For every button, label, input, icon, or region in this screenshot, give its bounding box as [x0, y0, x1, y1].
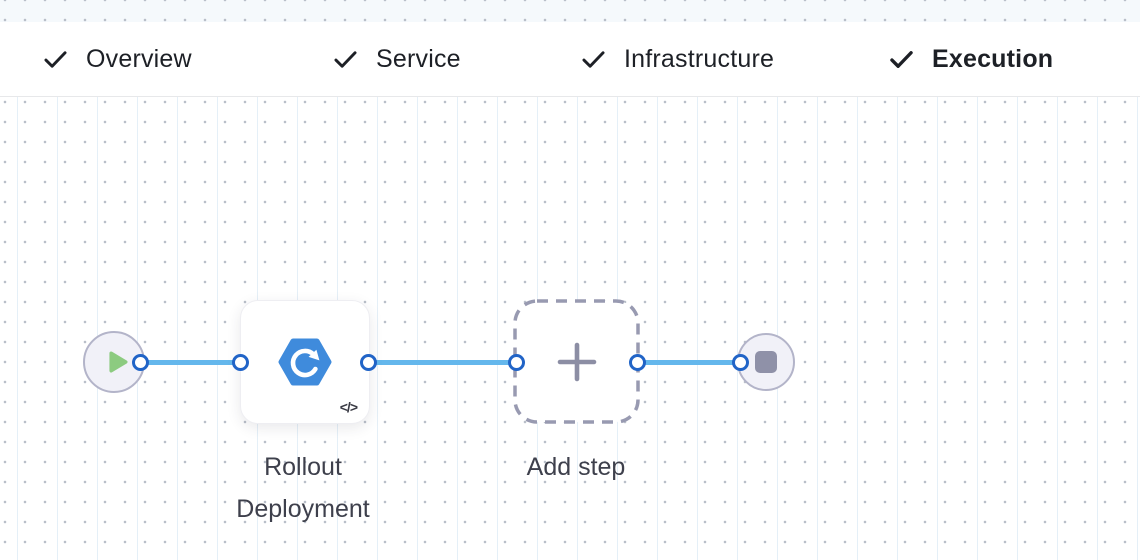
tab-label: Overview	[86, 44, 192, 73]
checkmark-icon	[334, 50, 357, 68]
connector-port[interactable]	[629, 354, 646, 371]
checkmark-icon	[890, 50, 913, 68]
tab-label: Infrastructure	[624, 44, 775, 73]
checkmark-icon	[582, 50, 605, 68]
plus-icon	[557, 342, 596, 381]
start-node[interactable]	[83, 331, 145, 393]
step-label: Rollout Deployment	[236, 453, 370, 523]
tab-service[interactable]: Service	[332, 22, 461, 96]
checkmark-icon	[44, 50, 67, 68]
connector-port[interactable]	[360, 354, 377, 371]
connector-port[interactable]	[508, 354, 525, 371]
connector-port[interactable]	[232, 354, 249, 371]
tab-label: Service	[376, 44, 461, 73]
tab-execution[interactable]: Execution	[888, 22, 1053, 96]
connector-line	[141, 360, 240, 365]
stop-icon	[755, 351, 777, 373]
connector-port[interactable]	[732, 354, 749, 371]
add-step-label[interactable]: Add step	[526, 453, 626, 481]
connector-line	[368, 360, 516, 365]
tab-label: Execution	[932, 44, 1054, 73]
canvas-top-strip	[0, 0, 1140, 22]
tab-overview[interactable]: Overview	[42, 22, 192, 96]
pipeline-canvas[interactable]: </> Rollout Deployment Add step	[0, 97, 1140, 560]
add-step-node[interactable]	[513, 299, 640, 424]
connector-line	[637, 360, 740, 365]
stage-tab-bar: Overview Service Infrastructure Executio…	[0, 22, 1140, 119]
step-node-rollout-deployment[interactable]: </>	[240, 300, 370, 424]
code-icon[interactable]: </>	[339, 399, 358, 415]
play-icon	[109, 351, 128, 373]
rollout-deployment-icon	[278, 338, 332, 386]
tab-infrastructure[interactable]: Infrastructure	[580, 22, 774, 96]
connector-port[interactable]	[132, 354, 149, 371]
